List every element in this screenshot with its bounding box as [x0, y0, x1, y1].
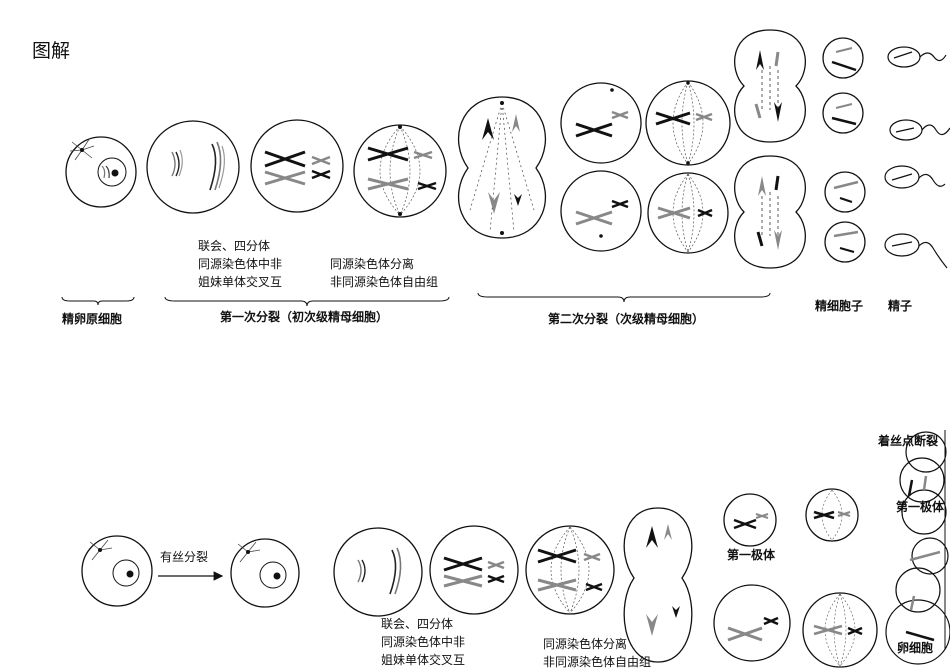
cell-polar-body-metaphase	[805, 488, 859, 542]
cell-anaphase-i	[457, 96, 547, 239]
row2-separation-line-1: 同源染色体分离	[543, 637, 628, 651]
label-sperm: 精子	[888, 299, 913, 313]
sperm-4	[884, 233, 948, 269]
cell-metaphase-i	[353, 124, 447, 218]
row1-synapsis-line-1: 联会、四分体	[198, 239, 271, 253]
row1-separation-line-1: 同源染色体分离	[330, 257, 415, 271]
page-title: 图解	[32, 40, 71, 62]
cell-anaphase-ii-top	[733, 29, 807, 143]
label-first-polar-body-2: 第一极体	[896, 500, 945, 514]
cell-secondary-2	[560, 170, 642, 252]
centrosome-aster	[69, 137, 95, 161]
brace-meiosis-ii	[477, 292, 771, 303]
sperm-1	[887, 46, 947, 68]
row2-synapsis-line-1: 联会、四分体	[381, 617, 454, 631]
row2-separation-line-2: 非同源染色体自由组	[543, 655, 652, 669]
label-centromere-split: 着丝点断裂	[878, 434, 939, 448]
cell-secondary-1-metaphase	[645, 80, 731, 166]
cell-secondary-oocyte-metaphase	[802, 592, 878, 668]
cell-tetrads-row2	[429, 525, 519, 615]
row2-synapsis-line-3: 姐妹单体交叉互	[381, 653, 466, 667]
cell-secondary-oocyte	[713, 584, 791, 662]
row2-synapsis-line-2: 同源染色体中非	[381, 635, 466, 649]
cell-metaphase-i-row2	[525, 525, 615, 615]
row1-synapsis-line-2: 同源染色体中非	[198, 257, 283, 271]
cell-synapsis	[146, 120, 240, 214]
row1-separation-line-2: 非同源染色体自由组	[330, 275, 439, 289]
brace-meiosis-i	[164, 296, 450, 307]
row1-synapsis-line-3: 姐妹单体交叉互	[198, 275, 283, 289]
cell-spermatid-3	[824, 171, 866, 213]
sperm-3	[884, 165, 946, 189]
label-spermatogonium: 精卵原细胞	[62, 312, 123, 326]
label-spermatid: 精细胞子	[815, 299, 864, 313]
label-egg-cell: 卵细胞	[897, 641, 934, 655]
cell-spermatid-2	[822, 92, 864, 134]
label-mitosis: 有丝分裂	[160, 550, 209, 564]
cell-primary-oocyte	[230, 538, 300, 608]
cell-secondary-2-metaphase	[647, 172, 729, 254]
sperm-2	[889, 119, 950, 141]
cell-tetrads	[250, 119, 344, 213]
label-first-polar-body: 第一极体	[727, 548, 776, 562]
cell-secondary-1	[560, 82, 642, 164]
label-meiosis-ii: 第二次分裂（次级精母细胞）	[548, 312, 705, 326]
cell-synapsis-row2	[333, 527, 423, 617]
brace-spermatogonium	[61, 296, 135, 306]
cell-spermatid-4	[824, 221, 866, 263]
cell-anaphase-ii-bottom	[733, 155, 807, 269]
label-meiosis-i: 第一次分裂（初次级精母细胞）	[220, 310, 389, 324]
cell-anaphase-i-row2	[623, 507, 693, 663]
cell-polar-body-1	[723, 493, 777, 547]
cell-spermatid-1	[822, 37, 864, 79]
cell-oogonium	[81, 535, 153, 607]
cell-edge-cluster	[885, 430, 950, 665]
cell-spermatogonium	[65, 136, 137, 208]
